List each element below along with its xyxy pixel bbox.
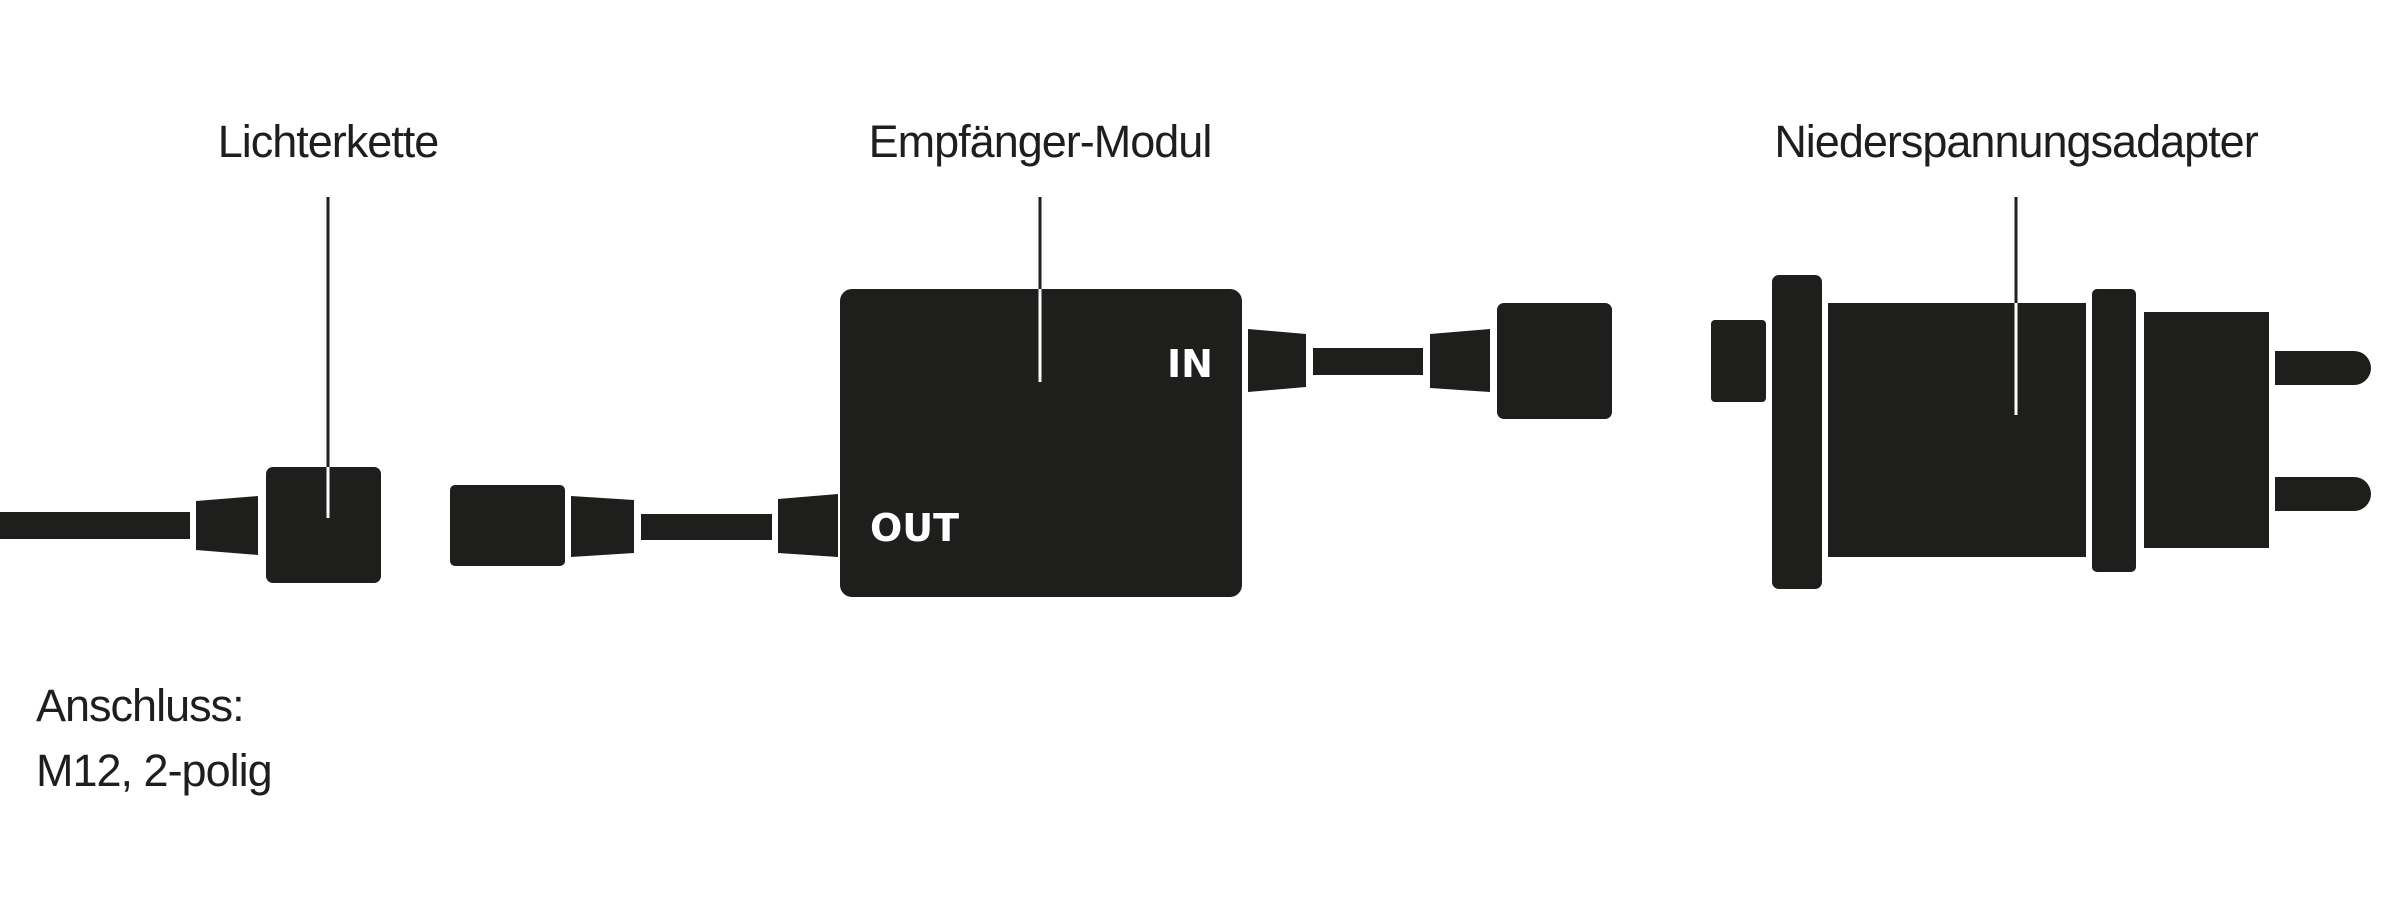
out-plug-body xyxy=(450,485,565,566)
port-out-label: OUT xyxy=(870,506,959,550)
out-port-strain-relief xyxy=(778,494,838,557)
in-plug-strain-relief xyxy=(1430,329,1490,392)
leader-lines xyxy=(326,197,2018,518)
receiver-in-cable xyxy=(1248,303,1612,419)
note-line-2: M12, 2-polig xyxy=(36,745,272,796)
receiver-module-box xyxy=(840,289,1242,597)
note-line-1: Anschluss: xyxy=(36,680,244,731)
port-in-label: IN xyxy=(1167,342,1213,386)
adapter-front-flange xyxy=(1772,275,1822,589)
adapter-prong-bottom xyxy=(2275,477,2371,511)
label-lichterkette: Lichterkette xyxy=(218,116,439,167)
light-chain-strain-relief xyxy=(196,496,258,555)
label-niederspannungsadapter: Niederspannungsadapter xyxy=(1774,116,2258,167)
out-cable-segment xyxy=(641,514,772,540)
in-plug-body xyxy=(1497,303,1612,419)
adapter-rear-flange xyxy=(2092,289,2136,572)
adapter-plug-head xyxy=(2144,312,2269,548)
label-empfaenger-modul: Empfänger-Modul xyxy=(869,116,1212,167)
receiver-out-cable xyxy=(450,485,838,566)
adapter-socket xyxy=(1711,320,1766,402)
adapter-prong-top xyxy=(2275,351,2371,385)
in-port-strain-relief xyxy=(1248,329,1306,392)
power-adapter xyxy=(1711,275,2371,589)
light-chain-cable xyxy=(0,512,190,539)
light-chain-connector xyxy=(0,467,381,583)
out-plug-strain-relief xyxy=(571,496,634,557)
adapter-main-body xyxy=(1828,303,2086,557)
light-chain-plug-body xyxy=(266,467,381,583)
in-cable-segment xyxy=(1313,348,1423,375)
